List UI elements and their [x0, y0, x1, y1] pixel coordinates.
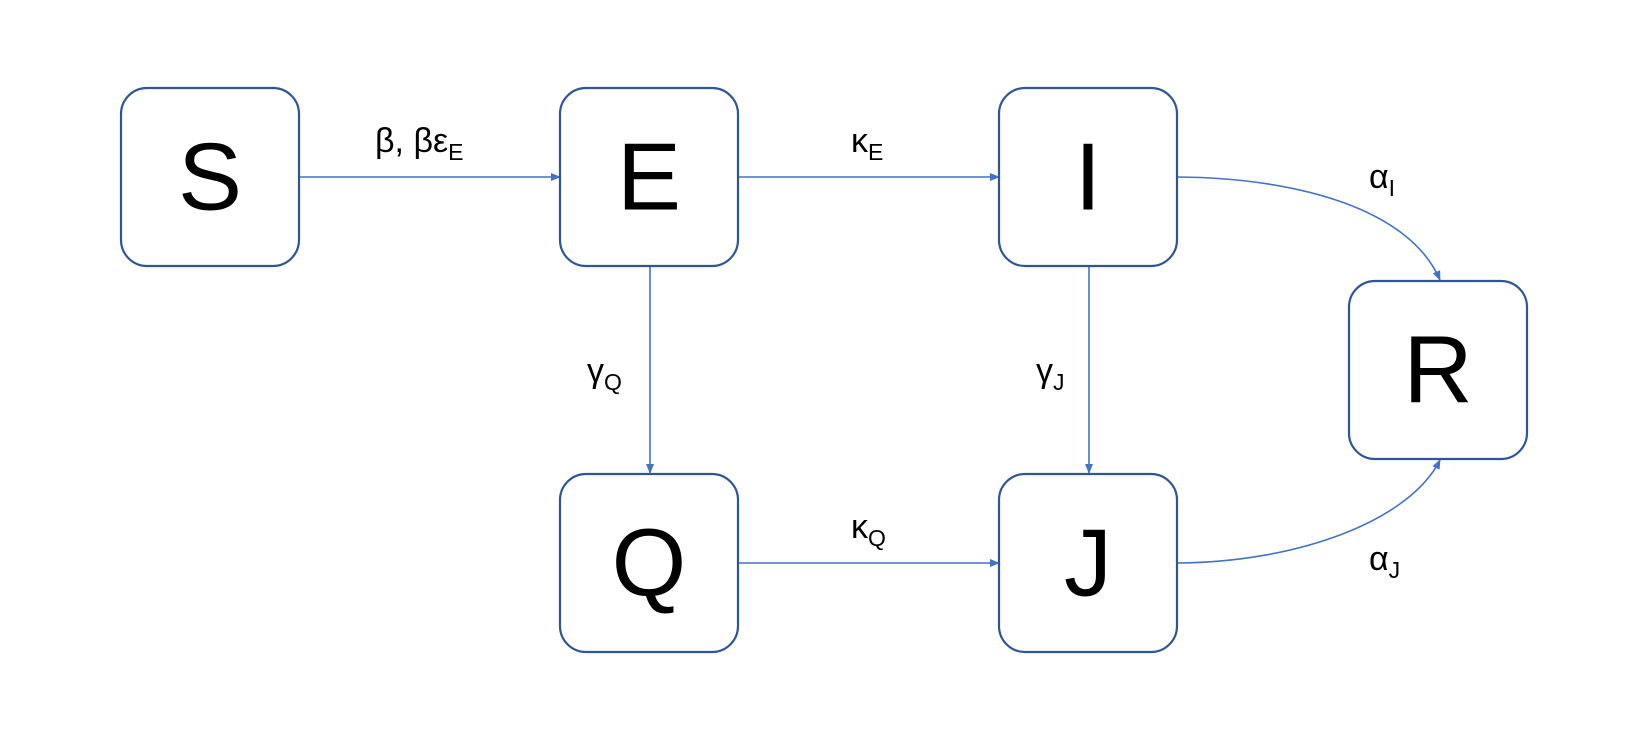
rate-label-e-to-i-sub: E [868, 139, 883, 165]
rate-label-q-to-j: κQ [851, 508, 886, 551]
edge-j-to-r [1177, 459, 1441, 564]
node-q-label: Q [612, 510, 687, 617]
node-e-label: E [617, 124, 681, 231]
rate-label-i-to-j: γJ [1036, 352, 1065, 395]
rate-label-e-to-i-main: κ [851, 122, 869, 160]
edge-i-to-r [1177, 176, 1441, 281]
rate-label-i-to-r-sub: I [1389, 175, 1395, 201]
rate-label-s-to-e-sub: E [448, 139, 463, 165]
rate-label-j-to-r: αJ [1369, 540, 1400, 583]
rate-label-j-to-r-main: α [1369, 540, 1389, 578]
rate-label-e-to-i: κE [851, 122, 883, 165]
node-q: Q [558, 472, 740, 654]
rate-label-e-to-q-sub: Q [604, 369, 622, 395]
node-s: S [119, 86, 301, 268]
rate-label-i-to-j-sub: J [1053, 369, 1065, 395]
rate-label-e-to-q: γQ [587, 352, 622, 395]
rate-label-j-to-r-sub: J [1389, 557, 1401, 583]
node-r: R [1347, 279, 1529, 461]
node-e: E [558, 86, 740, 268]
node-i-label: I [1075, 124, 1102, 231]
node-i: I [997, 86, 1179, 268]
rate-label-i-to-r-main: α [1369, 158, 1389, 196]
rate-label-e-to-q-main: γ [587, 352, 604, 390]
rate-label-s-to-e: β, βεE [375, 122, 464, 165]
node-r-label: R [1403, 317, 1472, 424]
rate-label-s-to-e-main: β, βε [375, 122, 448, 160]
node-s-label: S [178, 124, 242, 231]
rate-label-i-to-r: αI [1369, 158, 1395, 201]
node-j: J [997, 472, 1179, 654]
node-j-label: J [1064, 510, 1112, 617]
rate-label-i-to-j-main: γ [1036, 352, 1053, 390]
rate-label-q-to-j-main: κ [851, 508, 869, 546]
rate-label-q-to-j-sub: Q [868, 525, 886, 551]
